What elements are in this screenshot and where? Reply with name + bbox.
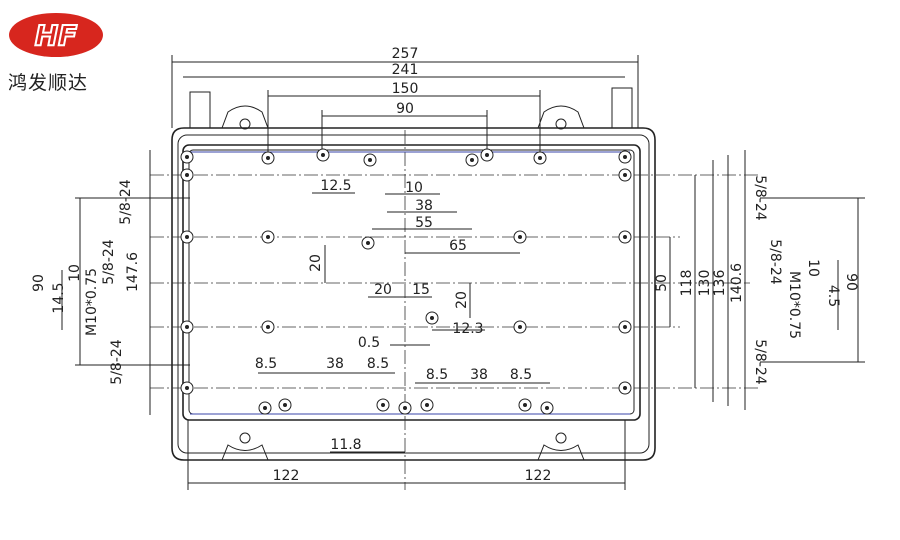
dim-122-right: 122 [525,468,552,484]
dim-10-right: 10 [805,259,821,277]
dim-136: 136 [712,270,728,297]
dim-20-right: 20 [454,291,470,309]
hole-center [403,406,407,410]
hole-center [470,158,474,162]
dim-20-h: 20 [374,282,392,298]
hf-logo: HF [9,13,103,57]
dim-38-a: 38 [326,356,344,372]
dim-8-5-d: 8.5 [510,367,532,383]
dim-241: 241 [392,62,419,78]
dim-150: 150 [392,81,419,97]
center-lines [150,130,760,490]
dim-90-top: 90 [396,101,414,117]
dim-11-8: 11.8 [330,437,361,453]
dim-118: 118 [679,270,695,297]
hole-center [263,406,267,410]
dim-130: 130 [697,270,713,297]
dim-38-b: 38 [470,367,488,383]
thread-left-bottom: 5/8-24 [109,339,125,384]
hole-center [368,158,372,162]
hole-center [185,386,189,390]
hole-center [185,325,189,329]
dim-0-5: 0.5 [358,335,380,351]
dim-122-left: 122 [273,468,300,484]
dimension-lines [61,55,865,490]
thread-left-top: 5/8-24 [118,179,134,224]
dim-257: 257 [392,46,419,62]
hole-center [366,241,370,245]
dim-8-5-b: 8.5 [367,356,389,372]
hole-center [425,403,429,407]
hole-center [266,156,270,160]
hole-center [321,153,325,157]
enclosure-outline [171,87,656,461]
hole-center [381,403,385,407]
thread-right-bottom: 5/8-24 [752,339,768,384]
hole-center [623,173,627,177]
svg-text:HF: HF [35,19,78,52]
hole-center [545,406,549,410]
dim-12-3: 12.3 [452,321,483,337]
m10-thread-right: M10*0.75 [786,271,802,339]
dim-65: 65 [449,238,467,254]
hole-center [538,156,542,160]
dim-8-5-c: 8.5 [426,367,448,383]
dim-140-6: 140.6 [729,263,745,303]
dim-10: 10 [405,180,423,196]
hole-center [185,155,189,159]
hole-center [266,235,270,239]
hole-center [623,386,627,390]
hole-center [430,316,434,320]
hole-center [185,173,189,177]
mounting-holes [180,148,632,415]
dim-12-5: 12.5 [320,178,351,194]
hole-center [185,235,189,239]
dim-55: 55 [415,215,433,231]
dim-38-top: 38 [415,198,433,214]
thread-left-mid: 5/8-24 [101,239,117,284]
hole-center [623,325,627,329]
dim-90-left: 90 [31,274,47,292]
dim-147-6: 147.6 [125,252,141,292]
thread-right-top: 5/8-24 [752,175,768,220]
dim-20-left: 20 [308,254,324,272]
dim-10-left: 10 [67,264,83,282]
hole-center [283,403,287,407]
dim-14-5-left: 14.5 [51,282,67,313]
dim-50: 50 [654,274,670,292]
dim-4-5-right: 4.5 [825,285,841,307]
hole-center [623,235,627,239]
thread-right-mid: 5/8-24 [767,239,783,284]
dim-8-5-a: 8.5 [255,356,277,372]
hole-center [518,325,522,329]
hole-center [523,403,527,407]
hole-center [623,155,627,159]
hole-center [266,325,270,329]
dim-90-right: 90 [843,273,859,291]
m10-thread-left: M10*0.75 [84,268,100,336]
dim-15: 15 [412,282,430,298]
hole-center [518,235,522,239]
hole-center [485,153,489,157]
brand-name: 鸿发顺达 [8,72,89,94]
